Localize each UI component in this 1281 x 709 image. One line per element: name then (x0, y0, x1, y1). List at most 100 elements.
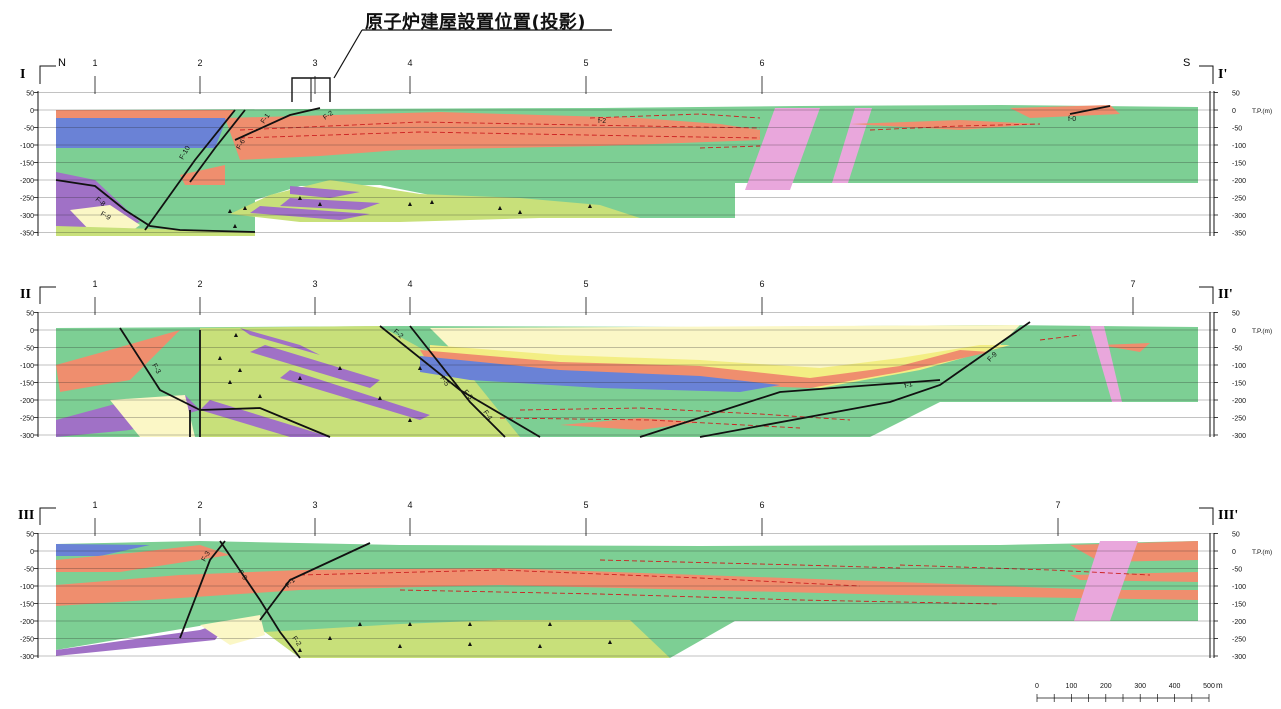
section-label-right: III' (1218, 508, 1238, 523)
elevation-tick-right: -50 (1232, 126, 1242, 133)
station-number: 4 (407, 500, 412, 510)
elevation-tick-right: 0 (1232, 328, 1236, 335)
rock-symbol: ▲ (467, 641, 474, 648)
elevation-tick-right: -300 (1232, 213, 1246, 220)
elevation-tick-left: 50 (26, 91, 34, 98)
station-number: 6 (759, 58, 764, 68)
elevation-tick-left: -150 (20, 161, 34, 168)
elevation-tick-right: -200 (1232, 178, 1246, 185)
elevation-tick-left: -100 (20, 143, 34, 150)
rock-symbol: ▲ (429, 199, 436, 206)
elevation-tick-left: 0 (30, 549, 34, 556)
fault-label: f-2 (598, 118, 606, 125)
reactor-building-position-label: 原子炉建屋設置位置(投影) (365, 12, 586, 33)
station-number: 1 (92, 500, 97, 510)
end-direction-right: S (1183, 57, 1190, 69)
rock-symbol: ▲ (257, 393, 264, 400)
rock-symbol: ▲ (227, 208, 234, 215)
elevation-tick-left: -300 (20, 433, 34, 440)
section-label-right: II' (1218, 287, 1233, 302)
rock-symbol: ▲ (517, 209, 524, 216)
station-number: 1 (92, 279, 97, 289)
elevation-tick-left: -150 (20, 602, 34, 609)
rock-symbol: ▲ (467, 621, 474, 628)
section-label-left: III (18, 508, 34, 523)
station-number: 5 (583, 58, 588, 68)
station-number: 6 (759, 500, 764, 510)
scale-tick-label: 500 (1203, 683, 1215, 690)
elevation-tick-right: -250 (1232, 637, 1246, 644)
fault-label: F-2 (290, 635, 302, 648)
reactor-building-marker (291, 29, 612, 102)
elevation-tick-left: -100 (20, 584, 34, 591)
elevation-tick-left: -100 (20, 363, 34, 370)
elevation-tick-right: -200 (1232, 398, 1246, 405)
elevation-tick-right: 50 (1232, 91, 1240, 98)
elevation-tick-left: -200 (20, 398, 34, 405)
elevation-tick-right: -100 (1232, 143, 1246, 150)
rock-symbol: ▲ (237, 367, 244, 374)
elevation-tick-left: 0 (30, 328, 34, 335)
station-number: 7 (1130, 279, 1135, 289)
elevation-unit-label: T.P.(m) (1252, 108, 1272, 115)
elevation-tick-right: -250 (1232, 196, 1246, 203)
scale-unit: m (1216, 681, 1223, 690)
rock-symbol: ▲ (407, 621, 414, 628)
rock-symbol: ▲ (607, 639, 614, 646)
station-number: 3 (312, 58, 317, 68)
elevation-tick-right: 50 (1232, 532, 1240, 539)
cross-section-II: II II' (20, 279, 1272, 440)
elevation-tick-left: -300 (20, 654, 34, 661)
section-label-left: I (20, 67, 25, 82)
fault-label: F-3 (150, 363, 161, 376)
station-number: 2 (197, 279, 202, 289)
elevation-tick-left: -50 (24, 346, 34, 353)
station-number: 2 (197, 500, 202, 510)
elevation-tick-right: 0 (1232, 108, 1236, 115)
fault-label: F-2 (322, 110, 335, 122)
elevation-tick-left: -250 (20, 416, 34, 423)
rock-symbol: ▲ (537, 643, 544, 650)
scale-tick-label: 400 (1169, 683, 1181, 690)
section-label-left: II (20, 287, 31, 302)
rock-symbol: ▲ (317, 201, 324, 208)
station-number: 1 (92, 58, 97, 68)
rock-symbol: ▲ (547, 621, 554, 628)
station-number: 6 (759, 279, 764, 289)
rock-symbol: ▲ (232, 223, 239, 230)
elevation-tick-right: 0 (1232, 549, 1236, 556)
rock-symbol: ▲ (297, 375, 304, 382)
station-number: 7 (1055, 500, 1060, 510)
fault-label: F-4 (481, 409, 493, 422)
rock-symbol: ▲ (242, 205, 249, 212)
elevation-tick-right: -50 (1232, 567, 1242, 574)
elevation-tick-left: 0 (30, 108, 34, 115)
elevation-tick-right: -150 (1232, 381, 1246, 388)
fault-label: F-1 (260, 112, 272, 125)
rock-symbol: ▲ (227, 379, 234, 386)
elevation-tick-left: 50 (26, 311, 34, 318)
station-number: 5 (583, 279, 588, 289)
rock-symbol: ▲ (357, 621, 364, 628)
elevation-tick-left: -200 (20, 178, 34, 185)
rock-symbol: ▲ (297, 195, 304, 202)
elevation-tick-left: 50 (26, 532, 34, 539)
elevation-tick-left: -200 (20, 619, 34, 626)
station-number: 2 (197, 58, 202, 68)
fault-label: F-3 (201, 550, 212, 563)
scale-tick-label: 200 (1100, 683, 1112, 690)
elevation-tick-left: -50 (24, 126, 34, 133)
fault-label: f-0 (1068, 116, 1076, 123)
fault-label: F-5 (438, 375, 450, 388)
rock-symbol: ▲ (217, 355, 224, 362)
elevation-tick-left: -250 (20, 637, 34, 644)
fault-label: f-1 (904, 381, 914, 390)
elevation-tick-right: -50 (1232, 346, 1242, 353)
rock-symbol: ▲ (297, 647, 304, 654)
station-number: 4 (407, 58, 412, 68)
scale-tick-label: 300 (1134, 683, 1146, 690)
cross-section-III: III III' F-3 F-9 F-1 F-2 5 (18, 500, 1272, 661)
elevation-tick-left: -300 (20, 213, 34, 220)
fault-label: F-6 (236, 138, 247, 151)
